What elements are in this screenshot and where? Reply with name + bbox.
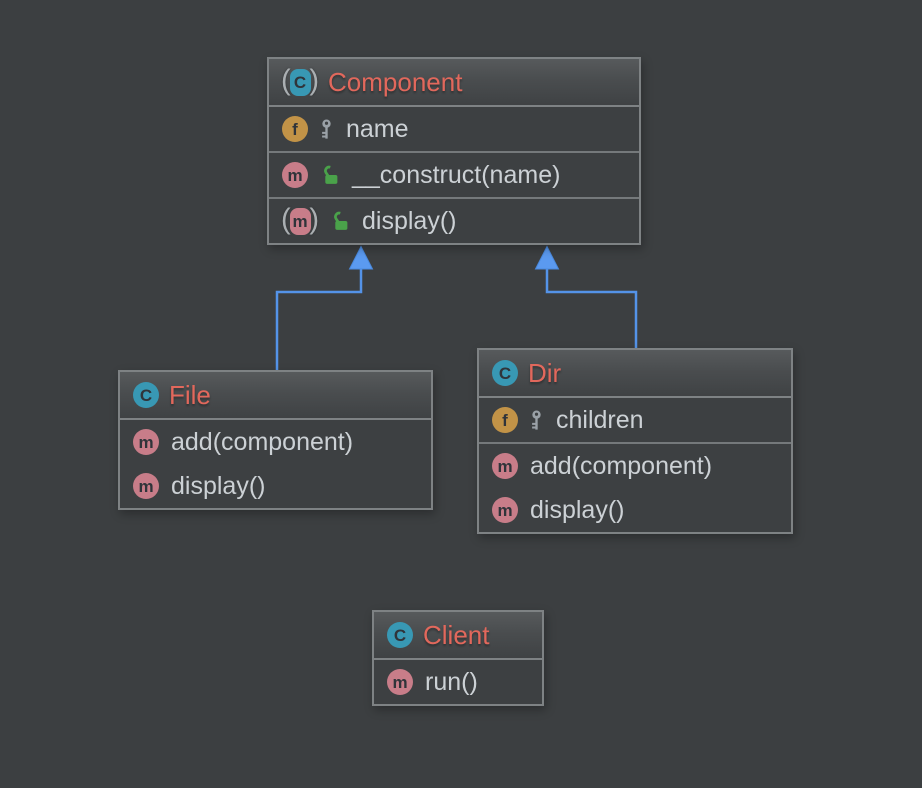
member-label: __construct(name) xyxy=(352,160,561,189)
member-label: name xyxy=(346,114,409,143)
class-header-component[interactable]: ( C ) Component xyxy=(269,59,639,107)
field-row-name[interactable]: f name xyxy=(269,107,639,151)
class-header-file[interactable]: C File xyxy=(120,372,431,420)
method-row-display[interactable]: ( m ) display() xyxy=(269,199,639,243)
methods-section: m add(component) m display() xyxy=(479,444,791,532)
class-box-component[interactable]: ( C ) Component f name m xyxy=(267,57,641,245)
edge-dir-extends-component[interactable] xyxy=(534,245,638,349)
class-name-component: Component xyxy=(328,66,463,97)
public-lock-icon xyxy=(324,165,338,184)
methods-section: m run() xyxy=(374,660,542,704)
member-label: add(component) xyxy=(171,427,354,456)
method-icon: m xyxy=(492,497,518,523)
method-row-add[interactable]: m add(component) xyxy=(479,444,791,488)
method-icon: m xyxy=(133,429,159,455)
field-icon: f xyxy=(492,407,518,433)
member-label: run() xyxy=(425,667,478,696)
field-row-children[interactable]: f children xyxy=(479,398,791,442)
member-label: display() xyxy=(362,206,457,235)
constructors-section: m __construct(name) xyxy=(269,153,639,199)
class-box-client[interactable]: C Client m run() xyxy=(372,610,544,706)
member-label: add(component) xyxy=(530,451,713,480)
protected-key-icon xyxy=(322,119,331,139)
member-label: display() xyxy=(530,495,625,524)
methods-section: m add(component) m display() xyxy=(120,420,431,508)
inheritance-arrowhead-icon xyxy=(348,245,374,270)
method-icon: m xyxy=(387,669,413,695)
class-icon: C xyxy=(492,360,518,386)
method-row-display[interactable]: m display() xyxy=(479,488,791,532)
method-icon: m xyxy=(492,453,518,479)
method-row-construct[interactable]: m __construct(name) xyxy=(269,153,639,197)
field-icon: f xyxy=(282,116,308,142)
method-row-add[interactable]: m add(component) xyxy=(120,420,431,464)
class-box-dir[interactable]: C Dir f children m add(component) xyxy=(477,348,793,534)
member-label: children xyxy=(556,405,644,434)
fields-section: f children xyxy=(479,398,791,444)
inheritance-arrowhead-icon xyxy=(534,245,560,270)
abstract-method-icon: ( m ) xyxy=(281,203,319,236)
method-row-run[interactable]: m run() xyxy=(374,660,542,704)
abstract-class-icon: ( C ) xyxy=(281,64,319,97)
member-label: display() xyxy=(171,471,266,500)
fields-section: f name xyxy=(269,107,639,153)
class-name-dir: Dir xyxy=(528,357,562,388)
class-icon: C xyxy=(387,622,413,648)
class-box-file[interactable]: C File m add(component) m display() xyxy=(118,370,433,510)
class-icon: C xyxy=(133,382,159,408)
method-icon: m xyxy=(282,162,308,188)
public-lock-icon xyxy=(334,211,348,230)
class-name-file: File xyxy=(169,379,211,410)
class-header-client[interactable]: C Client xyxy=(374,612,542,660)
class-header-dir[interactable]: C Dir xyxy=(479,350,791,398)
methods-section: ( m ) display() xyxy=(269,199,639,243)
edge-file-extends-component[interactable] xyxy=(275,245,374,371)
protected-key-icon xyxy=(532,410,541,430)
class-name-client: Client xyxy=(423,619,490,650)
method-row-display[interactable]: m display() xyxy=(120,464,431,508)
method-icon: m xyxy=(133,473,159,499)
